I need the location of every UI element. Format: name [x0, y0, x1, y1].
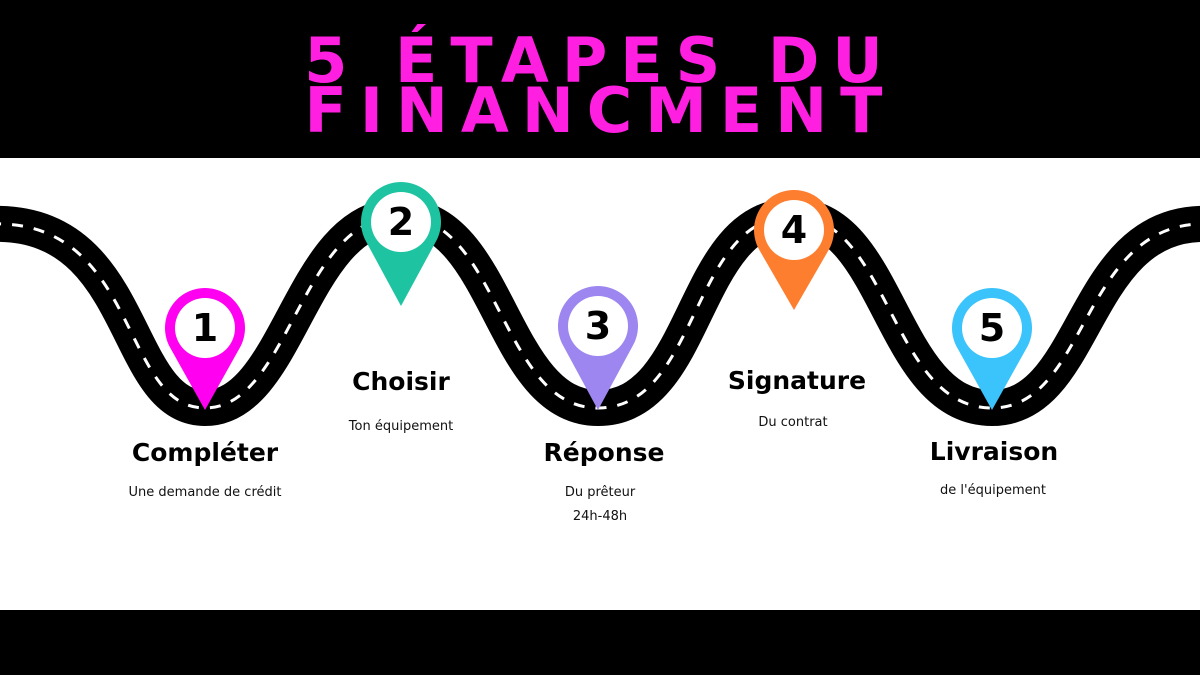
footer-band: [0, 610, 1200, 675]
page-title-line-2: FINANCMENT: [304, 74, 896, 147]
step-2-map-pin-icon: 2: [361, 181, 441, 306]
step-2-subtitle: Ton équipement: [348, 419, 454, 434]
step-5-map-pin-icon: 5: [952, 288, 1032, 410]
step-5-subtitle: de l'équipement: [940, 483, 1046, 498]
step-1-title: Compléter: [131, 438, 279, 467]
step-4-map-pin-icon: 4: [754, 189, 835, 310]
step-3-title: Réponse: [543, 438, 665, 467]
page-title-line-1: 5 ÉTAPES DU: [304, 24, 896, 97]
step-2-number: 2: [388, 200, 414, 244]
step-4-subtitle: Du contrat: [758, 415, 828, 430]
step-3-subtitle: Du prêteur: [564, 485, 636, 500]
step-4-number: 4: [781, 208, 807, 252]
header-band: [0, 0, 1200, 158]
roadmap-diagram: 1 2 3 4 5: [0, 181, 1200, 427]
step-5-number: 5: [979, 306, 1005, 350]
step-5-title: Livraison: [929, 437, 1059, 466]
step-3-subtitle-2: 24h-48h: [572, 509, 628, 524]
step-4-title: Signature: [727, 366, 867, 395]
step-1-map-pin-icon: 1: [165, 288, 245, 410]
step-2-title: Choisir: [352, 367, 450, 396]
step-3-number: 3: [585, 304, 611, 348]
step-1-number: 1: [192, 306, 218, 350]
step-1-subtitle: Une demande de crédit: [128, 485, 282, 500]
step-3-map-pin-icon: 3: [558, 286, 638, 410]
